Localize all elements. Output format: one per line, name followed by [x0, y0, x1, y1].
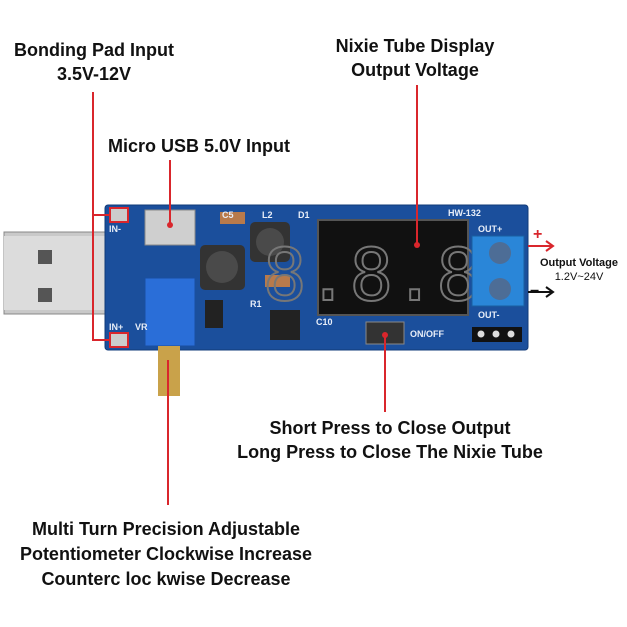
bonding-pad-label: Bonding Pad Input 3.5V-12V — [0, 38, 188, 86]
silkscreen-text: Potentiometer Clockwise Increase — [19, 544, 313, 564]
potentiometer — [144, 277, 196, 347]
silkscreen-text: Short Press to Close Output — [269, 418, 511, 438]
pad-in-plus — [109, 332, 129, 348]
output-voltage-label: Output Voltage 1.2V~24V — [531, 256, 627, 284]
silkscreen-text: IN+ — [109, 322, 123, 332]
pad-in-minus — [109, 207, 129, 223]
silkscreen-text: C10 — [316, 317, 333, 327]
silkscreen-text: ON/OFF — [410, 329, 444, 339]
silkscreen-text: Multi Turn Precision Adjustable — [31, 519, 301, 539]
silkscreen-text: IN- — [109, 224, 121, 234]
silkscreen-text: L2 — [262, 210, 273, 220]
silkscreen-text: OUT- — [478, 310, 500, 320]
silkscreen-text: C5 — [222, 210, 234, 220]
silkscreen-text: Long Press to Close The Nixie Tube — [237, 442, 543, 462]
silkscreen-text: Output Voltage — [351, 60, 479, 80]
silkscreen-text: OUT+ — [478, 224, 502, 234]
micro-usb-label: Micro USB 5.0V Input — [108, 136, 291, 156]
silkscreen-text: D1 — [298, 210, 310, 220]
silkscreen-text: Output Voltage — [539, 257, 618, 269]
silkscreen-text: VR — [135, 322, 148, 332]
model-label: HW-132 — [448, 208, 481, 218]
annotation-lines — [92, 85, 555, 505]
silkscreen-text: 3.5V-12V — [56, 64, 132, 84]
plus-sign: + — [533, 226, 543, 243]
nixie-display — [317, 219, 469, 316]
silkscreen-text: Counterc loc kwise Decrease — [41, 569, 291, 589]
silkscreen-text: Bonding Pad Input — [14, 40, 174, 60]
silkscreen-text: Nixie Tube Display — [335, 36, 495, 56]
silkscreen-text: 1.2V~24V — [554, 271, 604, 283]
silkscreen-text: R1 — [250, 299, 262, 309]
minus-sign: − — [530, 283, 540, 300]
